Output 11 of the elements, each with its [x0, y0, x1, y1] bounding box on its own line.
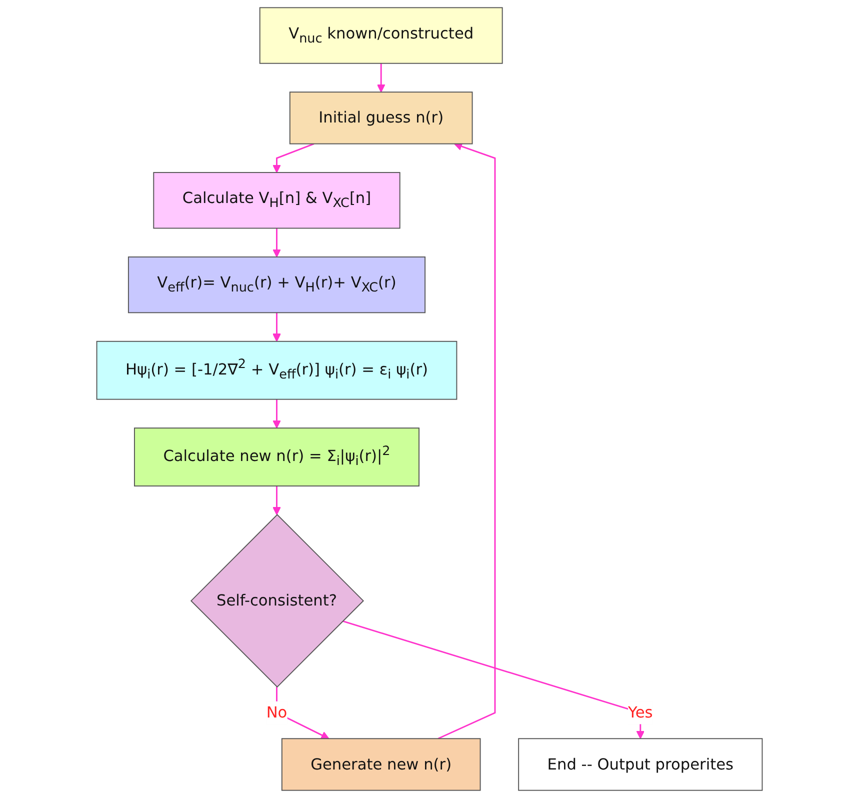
process-box: Initial guess n(r): [289, 92, 473, 144]
process-box: Hψ$_{i}$(r) = [-1/2∇$^{2}$ + V$_{eff}$(r)] ψ$_{i}$(r) = ε$_{i}$ ψ$_{i}$(r): [96, 340, 458, 400]
process-box: Calculate new n(r) = Σ$_{i}$|ψ$_{i}$(r)|$^{2}$: [134, 428, 420, 486]
process-box: V$_{nuc}$ known/constructed: [259, 7, 503, 64]
process-box: V$_{eff}$(r)= V$_{nuc}$(r) + V$_{H}$(r)+ V$_{XC}$(r): [128, 256, 426, 314]
edge-label: No: [266, 701, 288, 724]
edge-label: Yes: [628, 701, 653, 724]
process-box: Generate new n(r): [281, 738, 481, 791]
process-box: Calculate V$_{H}$[n] & V$_{XC}$[n]: [153, 172, 400, 229]
decision-diamond: Self-consistent?: [190, 514, 364, 688]
process-box: End -- Output properites: [518, 738, 763, 791]
